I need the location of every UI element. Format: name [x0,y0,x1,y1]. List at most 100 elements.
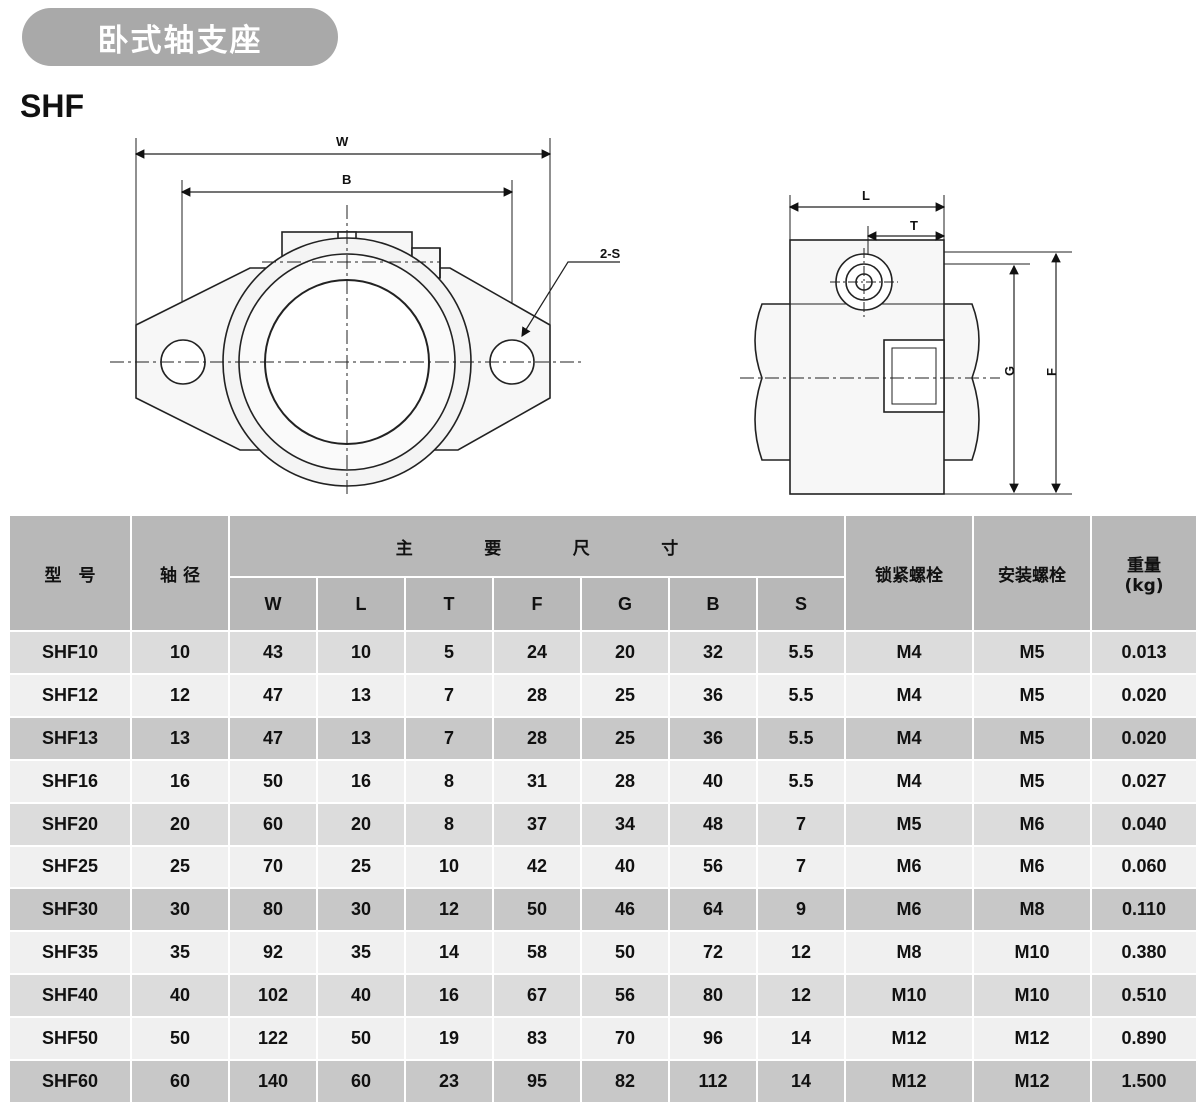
front-view [110,138,620,495]
table-cell: 8 [406,760,492,802]
table-cell: 10 [132,632,228,673]
table-cell: SHF16 [10,760,130,802]
dim-label-bolt: 2-S [600,246,621,261]
table-cell: SHF30 [10,889,130,931]
table-cell: 5 [406,632,492,673]
table-cell: M4 [846,674,973,716]
table-cell: 24 [494,632,580,673]
table-cell: 34 [582,803,668,845]
table-cell: 19 [406,1018,492,1060]
table-cell: 35 [318,932,404,974]
table-cell: 12 [132,674,228,716]
table-cell: 1.500 [1092,1061,1197,1102]
table-cell: 5.5 [758,632,845,673]
table-cell: 7 [406,717,492,759]
table-cell: 56 [582,975,668,1017]
header-main-dims: 主 要 尺 寸 [230,516,845,576]
header-lock-bolt: 锁紧螺栓 [846,516,973,630]
header-dim-g: G [582,578,668,630]
table-cell: M5 [974,717,1091,759]
table-cell: 72 [670,932,756,974]
table-cell: 0.027 [1092,760,1197,802]
table-cell: SHF10 [10,632,130,673]
table-cell: 122 [230,1018,316,1060]
table-cell: 0.510 [1092,975,1197,1017]
header-dim-b: B [670,578,756,630]
side-view [740,195,1072,495]
table-cell: M4 [846,717,973,759]
table-cell: 16 [406,975,492,1017]
table-cell: 7 [758,846,845,888]
table-cell: 0.020 [1092,717,1197,759]
table-cell: M10 [974,932,1091,974]
table-cell: 50 [582,932,668,974]
table-cell: 50 [230,760,316,802]
table-cell: 40 [582,846,668,888]
dim-label-w: W [336,134,349,149]
header-dim-t: T [406,578,492,630]
table-cell: M12 [846,1061,973,1102]
table-cell: 0.013 [1092,632,1197,673]
table-cell: 80 [670,975,756,1017]
table-cell: 25 [318,846,404,888]
table-cell: SHF12 [10,674,130,716]
table-cell: 5.5 [758,760,845,802]
table-cell: M10 [974,975,1091,1017]
table-cell: 0.110 [1092,889,1197,931]
header-weight: 重量 (kg) [1092,516,1197,630]
table-cell: M8 [846,932,973,974]
table-cell: 80 [230,889,316,931]
model-title: SHF [20,88,84,124]
table-cell: 0.020 [1092,674,1197,716]
table-cell: 13 [318,674,404,716]
category-badge: 卧式轴支座 [22,8,338,66]
table-cell: 10 [318,632,404,673]
table-cell: 48 [670,803,756,845]
table-cell: 20 [582,632,668,673]
table-cell: 13 [132,717,228,759]
table-cell: M6 [974,846,1091,888]
table-cell: 43 [230,632,316,673]
table-cell: 37 [494,803,580,845]
table-cell: M5 [846,803,973,845]
table-cell: 23 [406,1061,492,1102]
table-cell: 95 [494,1061,580,1102]
table-cell: SHF50 [10,1018,130,1060]
table-cell: 40 [318,975,404,1017]
table-cell: 46 [582,889,668,931]
table-cell: 14 [758,1018,845,1060]
table-cell: SHF60 [10,1061,130,1102]
table-cell: 13 [318,717,404,759]
table-cell: 0.040 [1092,803,1197,845]
table-cell: 0.060 [1092,846,1197,888]
header-dim-l: L [318,578,404,630]
table-cell: SHF35 [10,932,130,974]
dim-label-l: L [862,188,870,203]
header-dim-s: S [758,578,845,630]
table-cell: 42 [494,846,580,888]
table-cell: 7 [406,674,492,716]
header-dim-w: W [230,578,316,630]
table-cell: 7 [758,803,845,845]
table-cell: M8 [974,889,1091,931]
table-cell: 83 [494,1018,580,1060]
table-cell: SHF25 [10,846,130,888]
table-cell: M5 [974,760,1091,802]
table-cell: 70 [582,1018,668,1060]
table-cell: 35 [132,932,228,974]
dim-label-g: G [1002,366,1017,376]
table-cell: 28 [494,674,580,716]
table-cell: M10 [846,975,973,1017]
table-cell: 12 [406,889,492,931]
table-cell: 47 [230,717,316,759]
table-cell: 31 [494,760,580,802]
